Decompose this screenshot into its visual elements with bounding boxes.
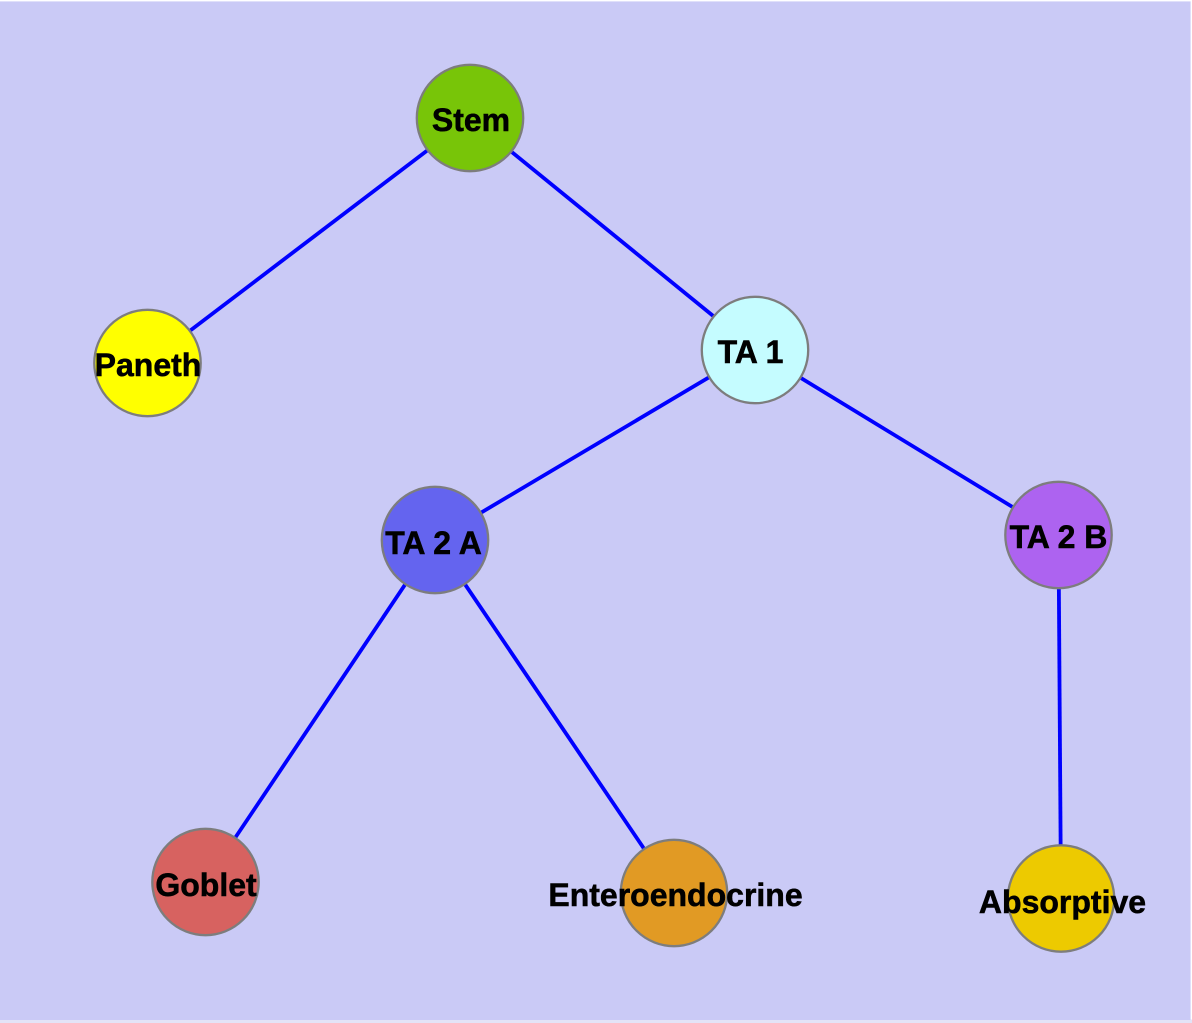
svg-text:Goblet: Goblet xyxy=(155,867,257,903)
svg-text:Enteroendocrine: Enteroendocrine xyxy=(548,877,802,913)
svg-text:Paneth: Paneth xyxy=(95,347,202,383)
svg-text:Absorptive: Absorptive xyxy=(979,884,1146,920)
svg-text:TA 2 A: TA 2 A xyxy=(385,525,482,561)
svg-text:TA 2 B: TA 2 B xyxy=(1010,519,1108,555)
svg-text:Stem: Stem xyxy=(432,102,510,138)
svg-text:TA 1: TA 1 xyxy=(718,334,784,370)
